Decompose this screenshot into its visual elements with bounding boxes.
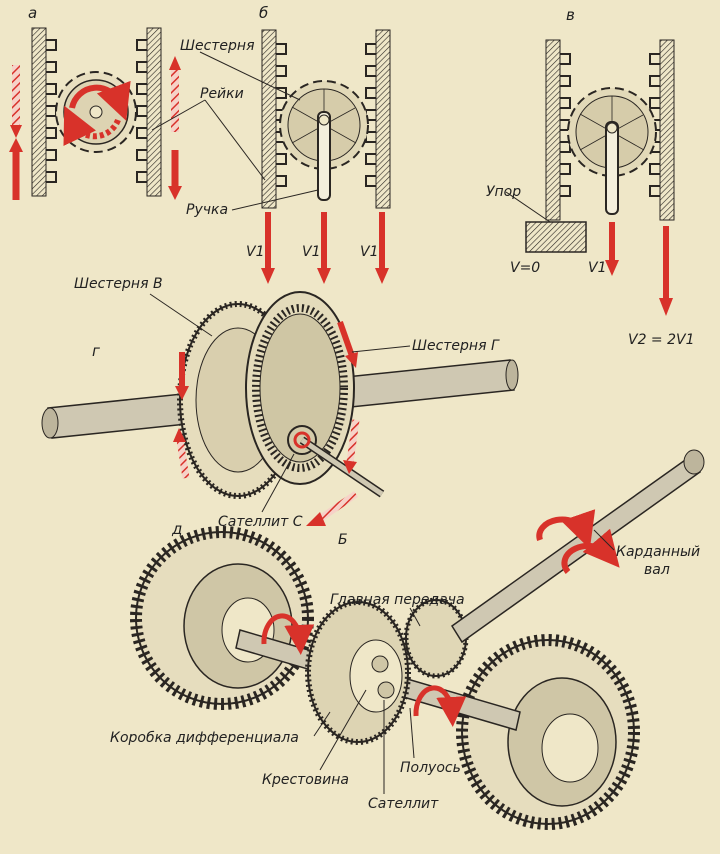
stop-block <box>525 221 587 253</box>
rotation-arrow <box>413 685 467 727</box>
rotation-arrow <box>69 80 131 121</box>
handle-label: Ручка <box>186 202 228 218</box>
panel-a: а <box>9 4 266 200</box>
panel-letter-v: в <box>566 6 575 24</box>
panel-v: в Упор V=0 V1 V2 = 2V1 <box>486 6 695 348</box>
cardan-label-1: Карданный <box>616 544 700 560</box>
rotation-arrow <box>63 105 121 146</box>
v1-label: V1 <box>246 244 264 260</box>
stop-label: Упор <box>486 184 521 200</box>
handle-v <box>605 121 619 215</box>
v1-label: V1 <box>302 244 320 260</box>
gear-b-label: Шестерня В <box>74 276 163 292</box>
racks-label: Рейки <box>200 86 244 102</box>
differential-box <box>305 599 411 745</box>
gear-g-label: Шестерня Г <box>412 338 500 354</box>
panel-letter-b: б <box>259 4 268 22</box>
gear-a <box>55 71 137 153</box>
rack-left-a <box>31 27 57 197</box>
b-mark-label: Б <box>338 532 348 548</box>
wheel-right <box>456 634 640 830</box>
panel-b: б V1 V1 V1 <box>199 4 391 284</box>
rotation-arrow <box>261 613 315 655</box>
handle-b <box>317 111 331 201</box>
v2-label: V2 = 2V1 <box>628 332 695 348</box>
main-gear-label: Главная передача <box>330 592 465 608</box>
rotation-arrow <box>561 528 620 574</box>
panel-letter-d: д <box>171 520 182 538</box>
diff-box-label: Коробка дифференциала <box>110 730 299 746</box>
panel-d: д <box>110 449 705 830</box>
panel-letter-a: а <box>28 4 37 22</box>
gear-g-disc <box>245 291 355 485</box>
satellite-c-label: Сателлит С <box>218 514 303 530</box>
v0-label: V=0 <box>510 260 540 276</box>
cardan-label-2: вал <box>644 562 670 578</box>
satellite-c <box>287 425 385 498</box>
v1-label: V1 <box>588 260 606 276</box>
panel-g: г <box>41 276 519 548</box>
cross-label: Крестовина <box>262 772 349 788</box>
rotation-arrow <box>536 509 596 550</box>
half-shaft-label: Полуось <box>400 760 461 776</box>
panel-letter-g: г <box>92 342 100 360</box>
v1-label: V1 <box>360 244 378 260</box>
satellite-label: Сателлит <box>368 796 439 812</box>
main-gear <box>403 597 469 679</box>
gear-label: Шестерня <box>180 38 255 54</box>
rack-right-a <box>136 27 162 197</box>
rack-right-b <box>365 29 391 209</box>
rack-left-v <box>545 39 571 221</box>
